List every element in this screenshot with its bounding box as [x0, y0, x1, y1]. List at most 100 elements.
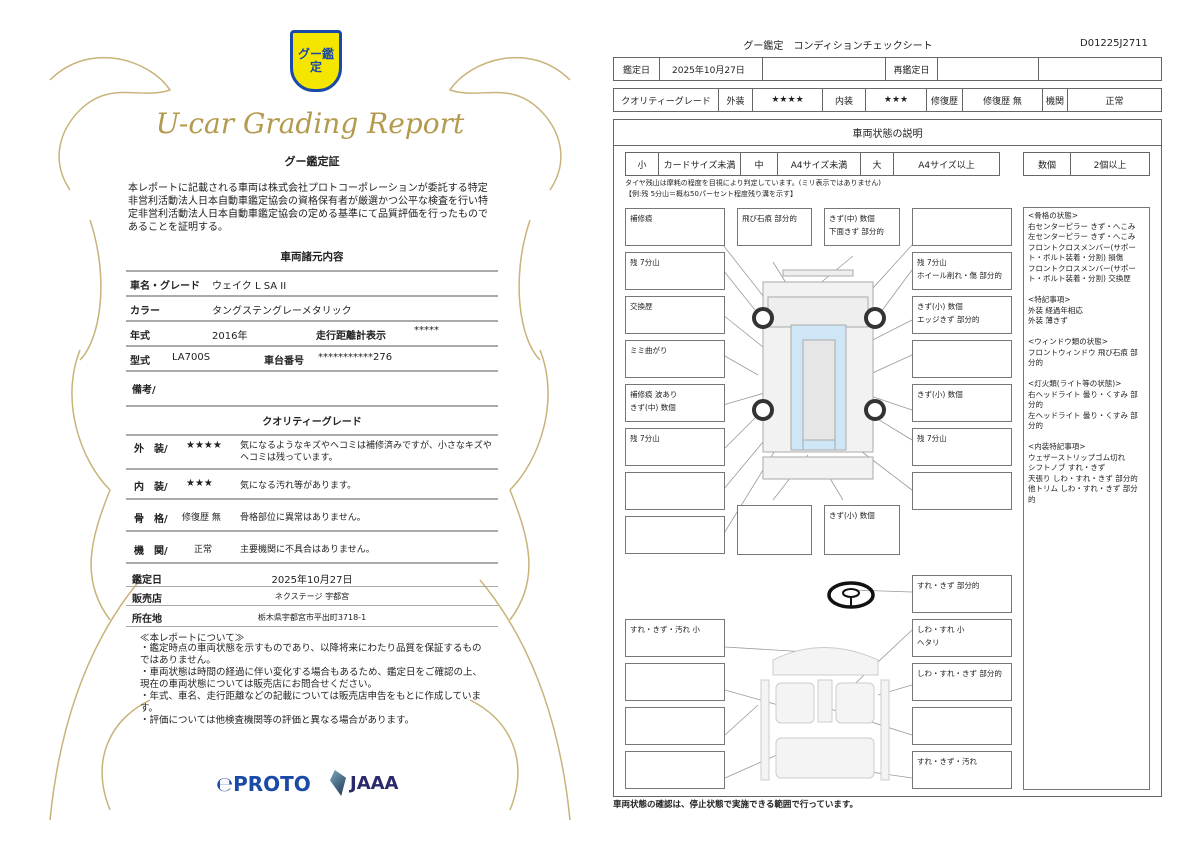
quality-engine-desc: 主要機関に不具合はありません。 — [240, 545, 375, 555]
spec-remarks-label: 備考/ — [132, 385, 156, 396]
proto-mark-icon: ℮ — [216, 772, 234, 796]
size-small-label: 小 — [625, 152, 659, 176]
spec-color: タングステングレーメタリック — [212, 306, 352, 317]
cert-text: 本レポートに記載される車両は株式会社プロトコーポレーションが委託する特定非営利活… — [128, 183, 488, 233]
proto-logo: ℮PROTO — [216, 772, 311, 796]
int-grade: ★★★ — [865, 88, 927, 112]
quality-frame-label: 骨 格/ — [134, 514, 168, 525]
report-script-title: U-car Grading Report — [155, 107, 465, 140]
tire-note: タイヤ残山は摩耗の程度を目視により判定しています。(ミリ表示ではありません) — [625, 179, 881, 187]
ext-right-2: 残 7分山 ホイール削れ・傷 部分的 — [912, 252, 1012, 290]
spec-chassis: ***********276 — [318, 352, 393, 363]
engine-value: 正常 — [1067, 88, 1162, 112]
quality-int-desc: 気になる汚れ等があります。 — [240, 481, 357, 491]
int-label: 内装 — [822, 88, 866, 112]
info-shop: ネクステージ 宇都宮 — [274, 592, 350, 601]
info-addr: 栃木県宇都宮市平出町3718-1 — [257, 613, 367, 622]
quality-engine-grade: 正常 — [194, 545, 213, 555]
ext-left-4: ミミ曲がり — [625, 340, 725, 378]
spec-model-label: 型式 — [130, 356, 150, 367]
empty-cell — [1038, 57, 1162, 81]
ext-right-7 — [912, 472, 1012, 510]
quality-engine-label: 機 関/ — [134, 546, 168, 557]
spec-year-label: 年式 — [130, 331, 150, 342]
gold-ornamental-border — [49, 56, 571, 821]
int-left-3 — [625, 707, 725, 745]
tire-icon — [752, 307, 886, 421]
ext-left-8 — [625, 516, 725, 554]
quality-int-label: 内 装/ — [134, 482, 168, 493]
quality-ext-label: 外 装/ — [134, 444, 168, 455]
ext-top-2: きず(中) 数個 下面きず 部分的 — [824, 208, 900, 246]
notes-title: ≪本レポートについて≫ — [140, 633, 245, 644]
date-value: 2025年10月27日 — [659, 57, 763, 81]
quality-ext-grade: ★★★★ — [186, 440, 222, 451]
spec-odo: ***** — [414, 325, 439, 336]
info-shop-label: 販売店 — [132, 594, 162, 605]
ext-right-1 — [912, 208, 1012, 246]
size-small-desc: カードサイズ未満 — [658, 152, 741, 176]
ext-right-4 — [912, 340, 1012, 378]
remarks-panel: <骨格の状態> 右センターピラー きず・へこみ 左センターピラー きず・へこみ … — [1023, 207, 1150, 790]
quality-frame-desc: 骨格部位に異常はありません。 — [240, 513, 366, 523]
spec-name: ウェイク L SA II — [212, 281, 287, 292]
empty-cell — [762, 57, 886, 81]
ext-right-3: きず(小) 数個 エッジきず 部分的 — [912, 296, 1012, 334]
notes-list: ・鑑定時点の車両状態を示すものであり、以降将来にわたり品質を保証するものではあり… — [140, 643, 490, 727]
repair-value: 修復歴 無 — [962, 88, 1043, 112]
car-exterior-top-view — [752, 269, 886, 480]
int-right-3: しわ・すれ・きず 部分的 — [912, 663, 1012, 701]
size-large-label: 大 — [860, 152, 894, 176]
int-right-4 — [912, 707, 1012, 745]
condition-section — [613, 119, 1162, 797]
sheet-title: グー鑑定 コンディションチェックシート — [743, 41, 933, 52]
ext-right-6: 残 7分山 — [912, 428, 1012, 466]
ext-left-6: 残 7分山 — [625, 428, 725, 466]
goo-kantei-logo: グー鑑定 — [290, 30, 342, 92]
logo-text: グー鑑定 — [297, 47, 334, 74]
note-item: ・車両状態は時間の経過に伴い変化する場合もあるため、鑑定日をご確認の上、現在の車… — [140, 667, 483, 690]
quality-int-grade: ★★★ — [186, 478, 213, 489]
ext-left-5: 補修痕 波あり きず(中) 数個 — [625, 384, 725, 422]
document-id: D01225J2711 — [1080, 38, 1148, 49]
ext-left-3: 交換歴 — [625, 296, 725, 334]
size-medium-desc: A4サイズ未満 — [777, 152, 861, 176]
note-item: ・年式、車名、走行距離などの記載については販売店申告をもとに作成しています。 — [140, 691, 482, 714]
ext-top-1: 飛び石痕 部分的 — [737, 208, 812, 246]
info-addr-label: 所在地 — [132, 614, 162, 625]
note-item: ・鑑定時点の車両状態を示すものであり、以降将来にわたり品質を保証するものではあり… — [140, 643, 482, 666]
repair-label: 修復歴 — [926, 88, 963, 112]
tire-example-note: 【例:残 5分山＝概ね50パーセント程度残り溝を示す】 — [625, 190, 797, 198]
size-medium-label: 中 — [740, 152, 778, 176]
proto-logo-text: PROTO — [233, 772, 311, 796]
spec-model: LA700S — [172, 352, 211, 363]
section-title: 車両状態の説明 — [613, 119, 1162, 146]
spec-title: 車両諸元内容 — [280, 251, 344, 263]
spec-color-label: カラー — [130, 306, 160, 317]
ext-right-5: きず(小) 数個 — [912, 384, 1012, 422]
quality-label: クオリティーグレード — [613, 88, 719, 112]
engine-label: 機関 — [1042, 88, 1068, 112]
spec-year: 2016年 — [212, 331, 248, 342]
jaaa-logo: JAAA — [350, 773, 399, 794]
int-right-2: しわ・すれ 小 ヘタリ — [912, 619, 1012, 657]
spec-chassis-label: 車台番号 — [264, 356, 304, 367]
int-left-4 — [625, 751, 725, 789]
count-desc: 2個以上 — [1070, 152, 1150, 176]
date-label: 鑑定日 — [613, 57, 660, 81]
spec-odo-label: 走行距離計表示 — [316, 331, 386, 342]
redate-value — [937, 57, 1039, 81]
car-interior-top-view — [760, 647, 890, 781]
quality-frame-grade: 修復歴 無 — [182, 513, 221, 523]
vehicle-diagram — [722, 244, 913, 781]
ext-left-2: 残 7分山 — [625, 252, 725, 290]
sheet-footer-note: 車両状態の確認は、停止状態で実施できる範囲で行っています。 — [613, 800, 859, 810]
info-date-label: 鑑定日 — [132, 575, 162, 586]
info-date: 2025年10月27日 — [271, 575, 353, 586]
redate-label: 再鑑定日 — [885, 57, 938, 81]
ext-left-1: 補修痕 — [625, 208, 725, 246]
int-right-5: すれ・きず・汚れ — [912, 751, 1012, 789]
quality-title: クオリティーグレード — [262, 417, 362, 428]
steering-wheel-icon — [827, 581, 875, 609]
count-label: 数個 — [1023, 152, 1071, 176]
